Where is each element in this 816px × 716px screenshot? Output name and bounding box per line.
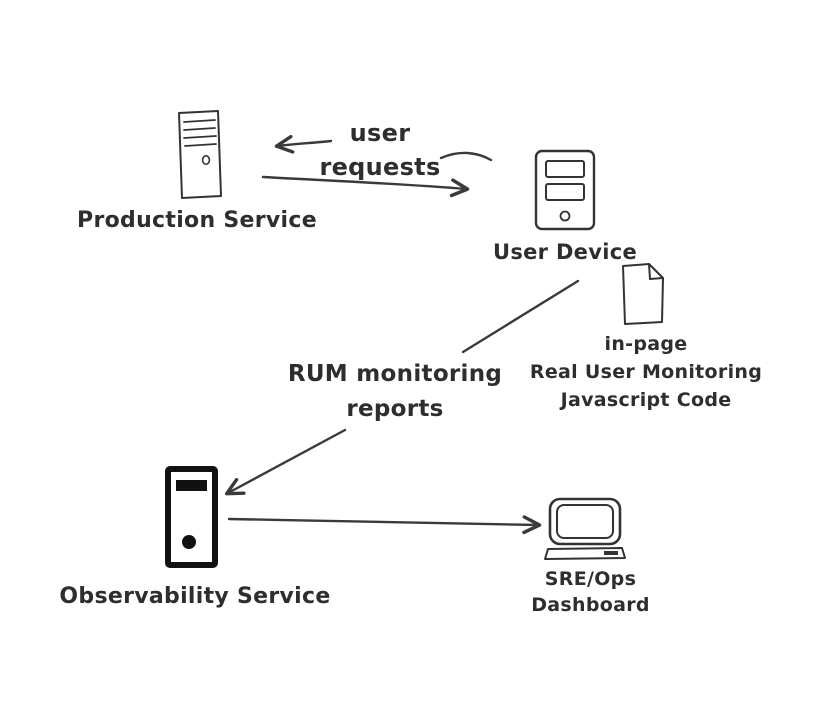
rum-monitoring-reports-edge-label: RUM monitoring reports [287, 361, 503, 422]
desktop-monitor-icon [543, 496, 629, 564]
user-requests-edge-label: user requests [319, 119, 441, 181]
rum-js-code-node [618, 262, 668, 330]
rum-js-code-label: in-page Real User Monitoring Javascript … [529, 333, 763, 411]
observability-to-dashboard-arrow [227, 515, 542, 535]
rum-reports-arrow-lower [224, 428, 347, 496]
sre-ops-dashboard-node [543, 496, 629, 568]
user-device-label: User Device [492, 240, 637, 264]
production-service-node [170, 108, 228, 204]
mobile-phone-icon [533, 148, 597, 232]
user-device-node [533, 148, 597, 236]
observability-service-node [163, 464, 221, 574]
document-file-icon [618, 262, 668, 326]
sre-ops-dashboard-label: SRE/Ops Dashboard [531, 568, 650, 616]
server-tower-bold-icon [163, 464, 221, 570]
server-tower-icon [170, 108, 228, 200]
observability-service-label: Observability Service [59, 584, 331, 609]
production-service-label: Production Service [77, 208, 317, 233]
